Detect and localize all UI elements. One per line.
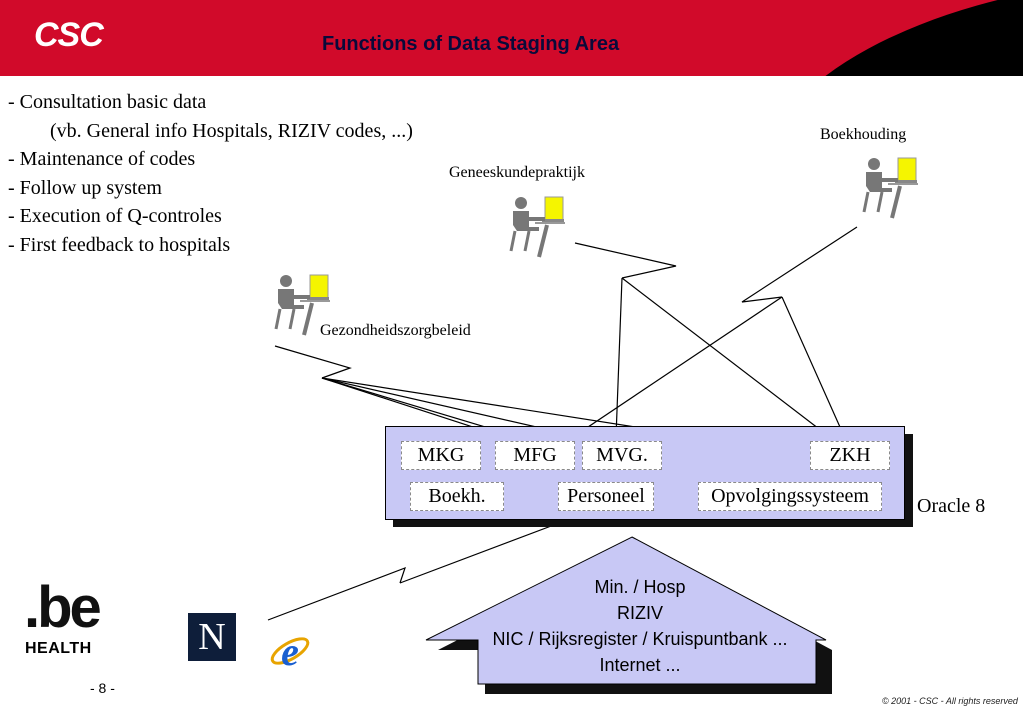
person-at-computer-icon <box>862 157 918 219</box>
source-systems-text: Min. / Hosp RIZIV NIC / Rijksregister / … <box>440 574 840 678</box>
svg-text:e: e <box>281 630 299 672</box>
bolt-boekhouding <box>741 226 858 303</box>
arrow-to-zkh-3 <box>781 296 849 446</box>
person-at-computer-icon <box>509 196 565 258</box>
arrow-to-zkh-2 <box>621 277 841 446</box>
slide-title: Functions of Data Staging Area <box>322 33 620 55</box>
table-mfg: MFG <box>495 441 575 470</box>
netscape-icon: N <box>188 613 236 661</box>
bullet-item: - Consultation basic data <box>8 91 207 113</box>
be-health-logo: .be HEALTH <box>24 575 114 660</box>
source-line: RIZIV <box>616 603 663 623</box>
table-personeel: Personeel <box>558 482 654 511</box>
bullet-subitem: (vb. General info Hospitals, RIZIV codes… <box>50 119 413 142</box>
bullet-list: - Consultation basic data (vb. General i… <box>8 88 413 259</box>
bullet-item: - Maintenance of codes <box>8 148 196 170</box>
page-number: - 8 - <box>90 680 115 696</box>
table-boekh: Boekh. <box>410 482 504 511</box>
be-logo-text: .be <box>24 575 102 640</box>
bullet-item: - Execution of Q-controles <box>8 205 222 227</box>
table-zkh: ZKH <box>810 441 890 470</box>
internet-explorer-icon: e <box>270 630 310 672</box>
csc-logo: CSC <box>34 16 104 54</box>
bolt-internet <box>267 566 406 621</box>
table-mvg: MVG. <box>582 441 662 470</box>
person-at-computer-icon <box>274 274 330 336</box>
source-line: Internet ... <box>599 655 681 675</box>
health-logo-text: HEALTH <box>25 640 92 657</box>
label-boekhouding: Boekhouding <box>820 126 907 143</box>
bolt-gezondheid <box>274 345 352 379</box>
copyright-notice: © 2001 - CSC - All rights reserved <box>882 696 1018 706</box>
header-band: CSC Functions of Data Staging Area <box>0 0 1023 76</box>
table-opvolgingssysteem: Opvolgingssysteem <box>698 482 882 511</box>
source-line: NIC / Rijksregister / Kruispuntbank ... <box>492 629 788 649</box>
database-box: MKG MFG MVG. ZKH Boekh. Personeel Opvolg… <box>385 426 905 520</box>
bullet-item: - Follow up system <box>8 176 162 199</box>
oracle-label: Oracle 8 <box>917 495 986 517</box>
bolt-geneeskunde <box>574 242 677 279</box>
label-geneeskundepraktijk: Geneeskundepraktijk <box>449 164 585 181</box>
table-mkg: MKG <box>401 441 481 470</box>
bullet-item: - First feedback to hospitals <box>8 233 231 256</box>
label-gezondheidszorgbeleid: Gezondheidszorgbeleid <box>320 322 471 339</box>
source-line: Min. / Hosp <box>594 577 686 597</box>
